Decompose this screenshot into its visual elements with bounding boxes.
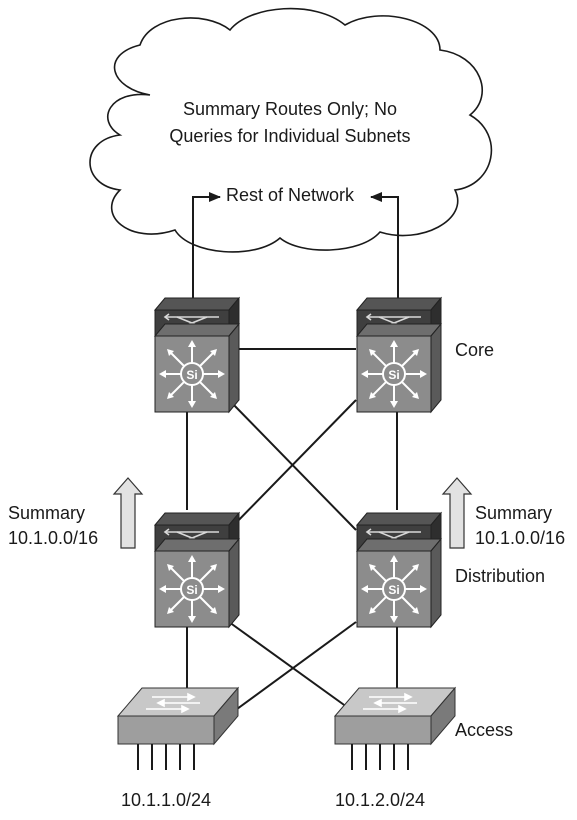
si-badge-core-right: Si (388, 368, 399, 382)
summary-right-prefix: 10.1.0.0/16 (475, 528, 565, 548)
access-switch-left (117, 687, 239, 745)
summary-left-title: Summary (8, 503, 85, 523)
si-badge-core-left: Si (186, 368, 197, 382)
subnet-label-right: 10.1.2.0/24 (335, 790, 425, 810)
summary-right-title: Summary (475, 503, 552, 523)
subnet-label-left: 10.1.1.0/24 (121, 790, 211, 810)
si-badge-dist-right: Si (388, 583, 399, 597)
summary-left-prefix: 10.1.0.0/16 (8, 528, 98, 548)
distribution-switch-right (356, 512, 442, 628)
dist-right-to-access-left (221, 621, 357, 721)
si-badge-dist-left: Si (186, 583, 197, 597)
right-subnet-ports (351, 744, 409, 770)
core-switch-left (154, 297, 240, 413)
left-uplink (192, 192, 221, 298)
layer-label-distribution: Distribution (455, 566, 545, 586)
right-uplink (370, 192, 399, 298)
layer-label-access: Access (455, 720, 513, 740)
left-subnet-ports (137, 744, 195, 770)
summary-arrow-left (113, 477, 143, 549)
core-right-to-dist-left (228, 399, 357, 531)
cloud-summary-line2: Queries for Individual Subnets (169, 126, 410, 146)
cloud-summary-line1: Summary Routes Only; No (183, 99, 397, 119)
summary-arrow-right (442, 477, 472, 549)
core-switch-right (356, 297, 442, 413)
network-cloud (89, 7, 493, 253)
layer-label-core: Core (455, 340, 494, 360)
dist-left-to-access-right (228, 621, 366, 721)
access-switch-right (334, 687, 456, 745)
distribution-switch-left (154, 512, 240, 628)
rest-of-network-label: Rest of Network (226, 185, 355, 205)
